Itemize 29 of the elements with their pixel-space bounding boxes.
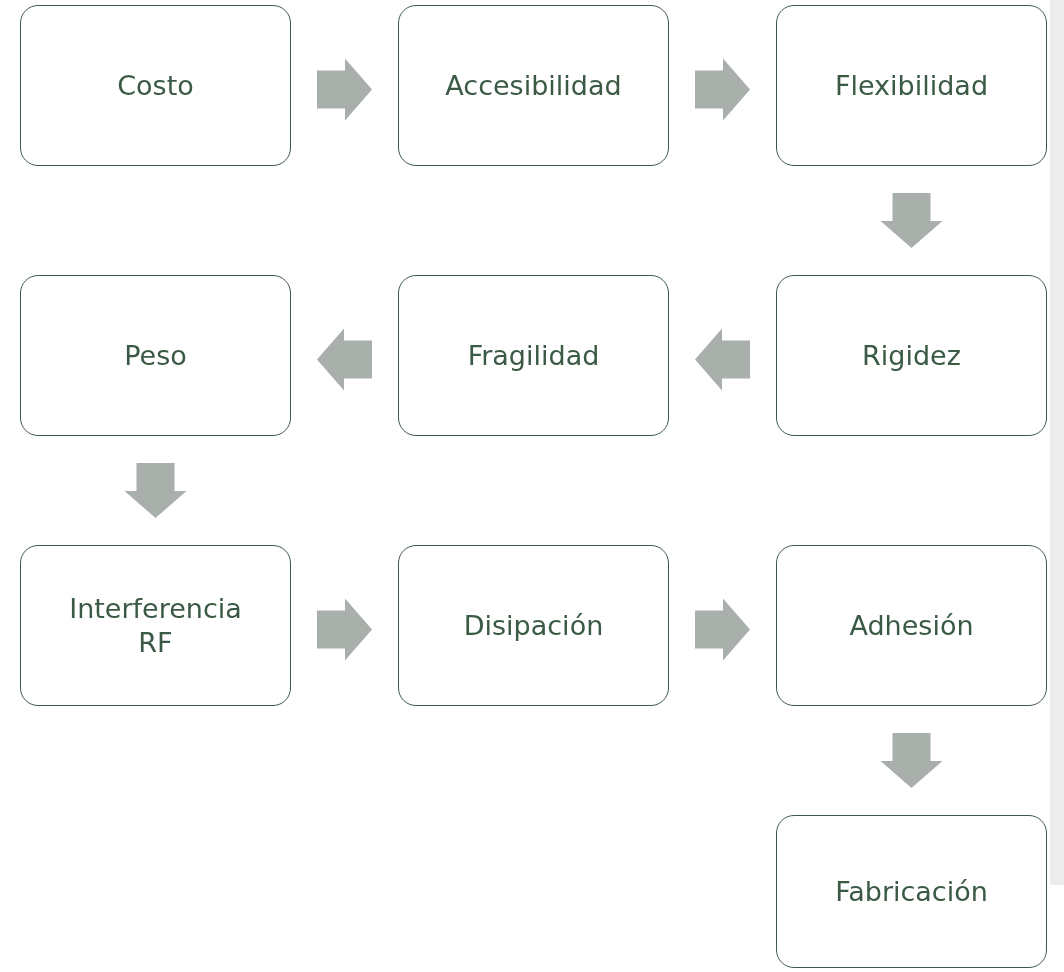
box-label: Fragilidad — [466, 338, 601, 373]
block-arrow — [317, 58, 372, 121]
process-box — [20, 275, 291, 436]
process-box — [398, 5, 669, 166]
box-label: Fabricación — [834, 874, 989, 909]
block-arrow — [695, 58, 750, 121]
process-box — [398, 545, 669, 706]
process-box — [20, 5, 291, 166]
process-box — [20, 545, 291, 706]
process-box — [398, 275, 669, 436]
process-box — [776, 545, 1047, 706]
box-label: Disipación — [462, 608, 605, 643]
block-arrow — [880, 733, 943, 788]
block-arrow — [124, 463, 187, 518]
process-box — [776, 815, 1047, 968]
process-box — [776, 275, 1047, 436]
block-arrow — [317, 328, 372, 391]
block-arrow — [880, 193, 943, 248]
box-label: Adhesión — [848, 608, 975, 643]
box-label: Rigidez — [861, 338, 962, 373]
box-label: Accesibilidad — [444, 68, 623, 103]
box-label: Flexibilidad — [833, 68, 990, 103]
box-label: Costo — [116, 68, 195, 103]
process-box — [776, 5, 1047, 166]
box-label: Interferencia RF — [68, 591, 243, 660]
block-arrow — [695, 598, 750, 661]
block-arrow — [317, 598, 372, 661]
block-arrow — [695, 328, 750, 391]
box-label: Peso — [123, 338, 188, 373]
